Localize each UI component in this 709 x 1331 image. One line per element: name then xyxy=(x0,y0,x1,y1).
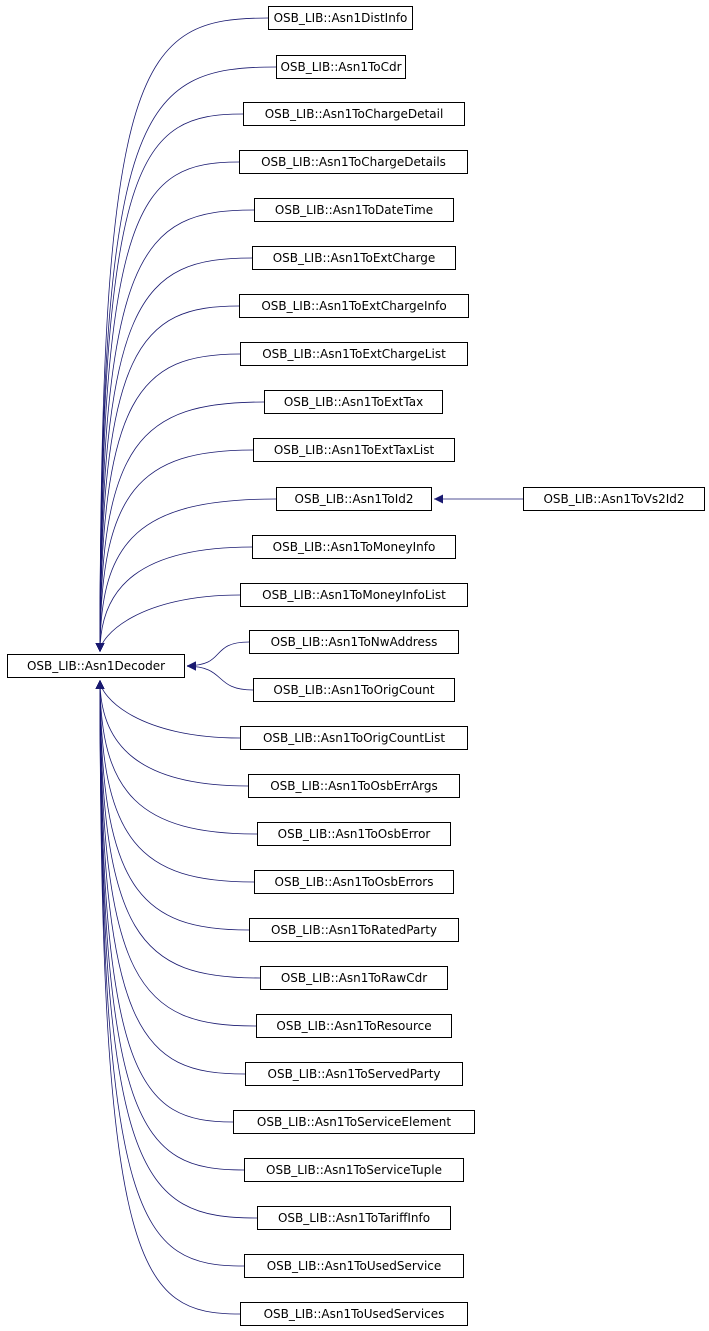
node-asn1toexttaxlist[interactable]: OSB_LIB::Asn1ToExtTaxList xyxy=(253,438,455,462)
node-asn1distinfo[interactable]: OSB_LIB::Asn1DistInfo xyxy=(268,6,413,30)
edge-to-asn1decoder xyxy=(95,17,269,653)
node-asn1toservedparty[interactable]: OSB_LIB::Asn1ToServedParty xyxy=(245,1062,463,1086)
edge-to-asn1decoder xyxy=(95,546,253,653)
edge-to-asn1decoder xyxy=(95,679,261,979)
edge-to-asn1decoder xyxy=(95,594,241,653)
edge-to-asn1decoder xyxy=(95,679,246,1075)
edge-to-asn1decoder xyxy=(95,353,241,653)
node-asn1totariffinfo[interactable]: OSB_LIB::Asn1ToTariffInfo xyxy=(257,1206,451,1230)
node-asn1tochargedetail[interactable]: OSB_LIB::Asn1ToChargeDetail xyxy=(243,102,465,126)
edge-to-asn1decoder xyxy=(95,679,250,931)
edge-to-asn1decoder xyxy=(186,661,254,691)
edge-to-asn1decoder xyxy=(95,679,258,1219)
node-asn1tousedservice[interactable]: OSB_LIB::Asn1ToUsedService xyxy=(244,1254,464,1278)
node-asn1tochargedetails[interactable]: OSB_LIB::Asn1ToChargeDetails xyxy=(239,150,468,174)
node-asn1toresource[interactable]: OSB_LIB::Asn1ToResource xyxy=(256,1014,452,1038)
edge-to-asn1decoder xyxy=(95,449,254,653)
node-asn1toosberrors[interactable]: OSB_LIB::Asn1ToOsbErrors xyxy=(254,870,454,894)
edge-to-asn1decoder xyxy=(95,113,244,653)
node-asn1toosberrargs[interactable]: OSB_LIB::Asn1ToOsbErrArgs xyxy=(248,774,460,798)
node-asn1tonwaddress[interactable]: OSB_LIB::Asn1ToNwAddress xyxy=(249,630,459,654)
node-asn1toid2[interactable]: OSB_LIB::Asn1ToId2 xyxy=(276,487,432,511)
edge-to-asn1decoder xyxy=(95,66,277,653)
node-asn1toratedparty[interactable]: OSB_LIB::Asn1ToRatedParty xyxy=(249,918,459,942)
edge-to-asn1decoder xyxy=(95,257,253,653)
node-asn1toextchargelist[interactable]: OSB_LIB::Asn1ToExtChargeList xyxy=(240,342,468,366)
edge-to-asn1decoder xyxy=(95,679,241,739)
node-asn1toserviceelement[interactable]: OSB_LIB::Asn1ToServiceElement xyxy=(233,1110,475,1134)
node-asn1tomoneyinfolist[interactable]: OSB_LIB::Asn1ToMoneyInfoList xyxy=(240,583,468,607)
edge-to-asn1decoder xyxy=(95,305,240,653)
edge-to-asn1decoder xyxy=(95,679,234,1123)
edge-to-asn1decoder xyxy=(95,679,255,883)
node-asn1tocdr[interactable]: OSB_LIB::Asn1ToCdr xyxy=(276,55,406,79)
node-asn1tovs2id2[interactable]: OSB_LIB::Asn1ToVs2Id2 xyxy=(523,487,705,511)
edge-to-asn1decoder xyxy=(95,679,245,1267)
node-asn1toexttax[interactable]: OSB_LIB::Asn1ToExtTax xyxy=(264,390,443,414)
edge-to-asn1decoder xyxy=(186,641,250,671)
node-asn1toorigcount[interactable]: OSB_LIB::Asn1ToOrigCount xyxy=(253,678,455,702)
edge-to-asn1decoder xyxy=(95,679,258,835)
node-asn1toservicetuple[interactable]: OSB_LIB::Asn1ToServiceTuple xyxy=(244,1158,464,1182)
edge-to-asn1decoder xyxy=(95,498,277,653)
node-asn1toosberror[interactable]: OSB_LIB::Asn1ToOsbError xyxy=(257,822,451,846)
node-asn1decoder[interactable]: OSB_LIB::Asn1Decoder xyxy=(7,654,185,678)
node-asn1todatetime[interactable]: OSB_LIB::Asn1ToDateTime xyxy=(254,198,454,222)
edge-to-asn1decoder xyxy=(95,161,240,653)
node-asn1torawcdr[interactable]: OSB_LIB::Asn1ToRawCdr xyxy=(260,966,448,990)
edge-to-asn1decoder xyxy=(95,679,257,1027)
node-asn1tomoneyinfo[interactable]: OSB_LIB::Asn1ToMoneyInfo xyxy=(252,535,456,559)
node-asn1tousedservices[interactable]: OSB_LIB::Asn1ToUsedServices xyxy=(240,1302,468,1326)
edge-to-asn1decoder xyxy=(95,209,255,653)
node-asn1toextcharge[interactable]: OSB_LIB::Asn1ToExtCharge xyxy=(252,246,456,270)
node-asn1toextchargeinfo[interactable]: OSB_LIB::Asn1ToExtChargeInfo xyxy=(239,294,469,318)
edge-to-asn1decoder xyxy=(95,679,249,787)
node-asn1toorigcountlist[interactable]: OSB_LIB::Asn1ToOrigCountList xyxy=(240,726,468,750)
edge-to-asn1decoder xyxy=(95,679,241,1315)
edge-to-asn1decoder xyxy=(95,679,245,1171)
edge-to-asn1decoder xyxy=(95,401,265,653)
